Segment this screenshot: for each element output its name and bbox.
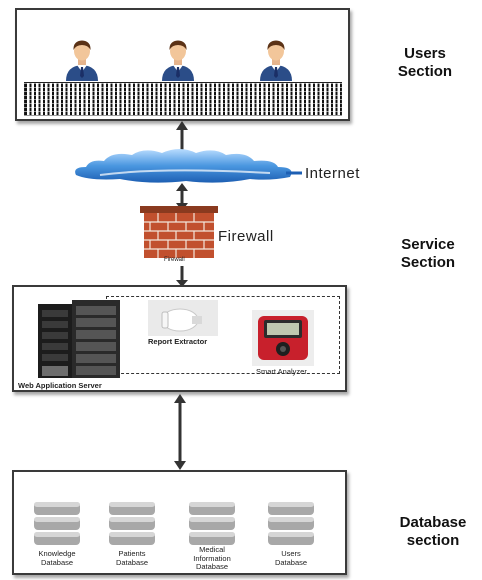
user-avatar-icon: [162, 40, 194, 81]
users-workstation-strip-lines: [24, 82, 342, 116]
smart-analyzer-label: Smart Analyzer: [256, 367, 307, 376]
internet-label: Internet: [305, 165, 360, 182]
database-icon: [189, 502, 235, 545]
database-label-medical-information: Medical Information Database: [193, 545, 231, 571]
report-extractor-label: Report Extractor: [148, 337, 208, 346]
arrow-service-database: [174, 394, 186, 470]
report-extractor-icon: [148, 300, 218, 336]
smart-analyzer-device-icon: [252, 310, 314, 366]
database-icon: [34, 502, 80, 545]
cloud-icon: [75, 149, 302, 183]
firewall-caption: Firewall: [164, 257, 185, 263]
service-section-label: Service Section: [400, 236, 456, 271]
database-label-patients: Patients Database: [115, 549, 149, 567]
firewall-label: Firewall: [218, 228, 274, 245]
web-server-label: Web Application Server: [18, 381, 102, 390]
users-section-label: Users Section: [397, 45, 453, 80]
user-avatar-icon: [66, 40, 98, 81]
user-avatar-icon: [260, 40, 292, 81]
firewall-brick-icon: [140, 206, 218, 258]
database-label-users: Users Database: [274, 549, 308, 567]
database-label-knowledge: Knowledge Database: [38, 549, 76, 567]
database-icon: [268, 502, 314, 545]
database-icon: [109, 502, 155, 545]
server-rack-icon: [38, 300, 120, 378]
database-section-label: Database section: [399, 514, 467, 549]
arrow-firewall-service: [176, 266, 188, 287]
